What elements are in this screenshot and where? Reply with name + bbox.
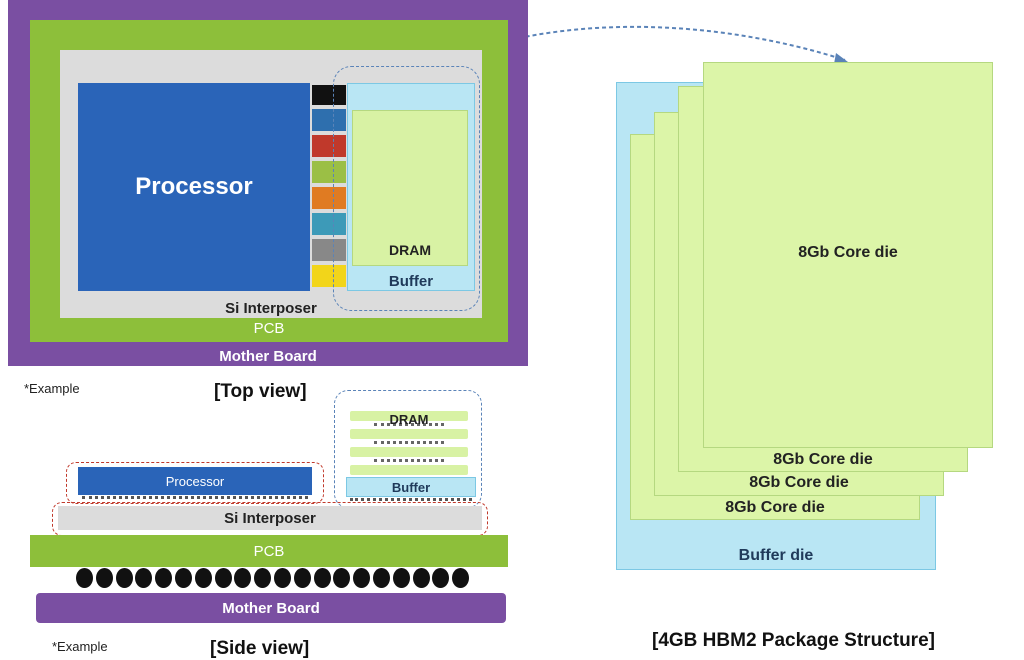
tsv-row <box>374 441 444 445</box>
dram-layer <box>350 429 468 439</box>
core-die-1: 8Gb Core die <box>703 62 993 448</box>
solder-ball <box>274 568 291 588</box>
solder-ball <box>95 568 113 588</box>
solder-ball <box>293 568 311 588</box>
solder-ball-row <box>76 568 472 590</box>
top-view-example-note: *Example <box>24 381 80 396</box>
io-connection-strip <box>312 85 346 291</box>
dram-layer <box>350 411 468 421</box>
hbm-outline <box>333 66 480 311</box>
side-view-example-note: *Example <box>52 639 108 654</box>
solder-ball <box>194 568 212 588</box>
side-si-interposer: Si Interposer <box>58 506 482 530</box>
dram-layer <box>350 447 468 457</box>
buffer-die-label: Buffer die <box>738 547 814 564</box>
side-pcb-label: PCB <box>253 542 285 560</box>
solder-ball <box>234 568 252 588</box>
side-pcb: PCB <box>30 535 508 567</box>
solder-ball <box>412 568 430 588</box>
mother-board-label: Mother Board <box>219 347 317 365</box>
top-view-caption: [Top view] <box>214 381 307 402</box>
dram <box>352 110 468 266</box>
core-die-1-label: 8Gb Core die <box>798 244 898 261</box>
tsv-row <box>374 459 444 463</box>
side-buffer: Buffer <box>346 477 476 497</box>
side-buffer-label: Buffer <box>391 479 431 495</box>
solder-ball <box>432 568 450 588</box>
processor: Processor <box>78 83 310 291</box>
buffer-label: Buffer <box>388 272 434 290</box>
solder-ball <box>452 568 470 588</box>
tsv-row <box>374 423 444 427</box>
solder-ball <box>175 568 192 588</box>
solder-ball <box>214 568 232 588</box>
side-view: DRAM Buffer Processor Si Interposer PCB … <box>0 385 530 653</box>
core-die-4-label: 8Gb Core die <box>725 499 825 516</box>
solder-ball <box>115 568 133 588</box>
micro-bumps <box>82 496 308 500</box>
processor-label: Processor <box>135 173 253 200</box>
micro-bumps <box>350 498 472 502</box>
dram-layer <box>350 465 468 475</box>
dram-label: DRAM <box>389 242 431 258</box>
hbm2-package: Buffer die 8Gb Core die 8Gb Core die 8Gb… <box>600 50 1020 630</box>
side-dram-label: DRAM <box>389 411 429 427</box>
processor-outline <box>66 462 324 504</box>
si-interposer-label: Si Interposer <box>225 299 317 317</box>
side-si-interposer-label: Si Interposer <box>224 509 316 527</box>
core-die-3-label: 8Gb Core die <box>749 474 849 491</box>
core-die-2-label: 8Gb Core die <box>773 451 873 468</box>
solder-ball <box>76 568 93 588</box>
solder-ball <box>392 568 410 588</box>
solder-ball <box>333 568 351 588</box>
solder-ball <box>373 568 390 588</box>
top-view: Mother Board PCB Si Interposer Processor… <box>0 0 530 370</box>
side-processor: Processor <box>78 467 312 495</box>
solder-ball <box>155 568 173 588</box>
solder-ball <box>353 568 371 588</box>
side-view-caption: [Side view] <box>210 638 310 659</box>
pcb-label: PCB <box>253 319 285 337</box>
solder-ball <box>313 568 331 588</box>
side-mother-board: Mother Board <box>36 593 506 623</box>
side-mother-board-label: Mother Board <box>222 599 320 617</box>
solder-ball <box>135 568 153 588</box>
hbm2-caption: [4GB HBM2 Package Structure] <box>652 630 935 651</box>
solder-ball <box>254 568 272 588</box>
side-processor-label: Processor <box>165 473 225 489</box>
